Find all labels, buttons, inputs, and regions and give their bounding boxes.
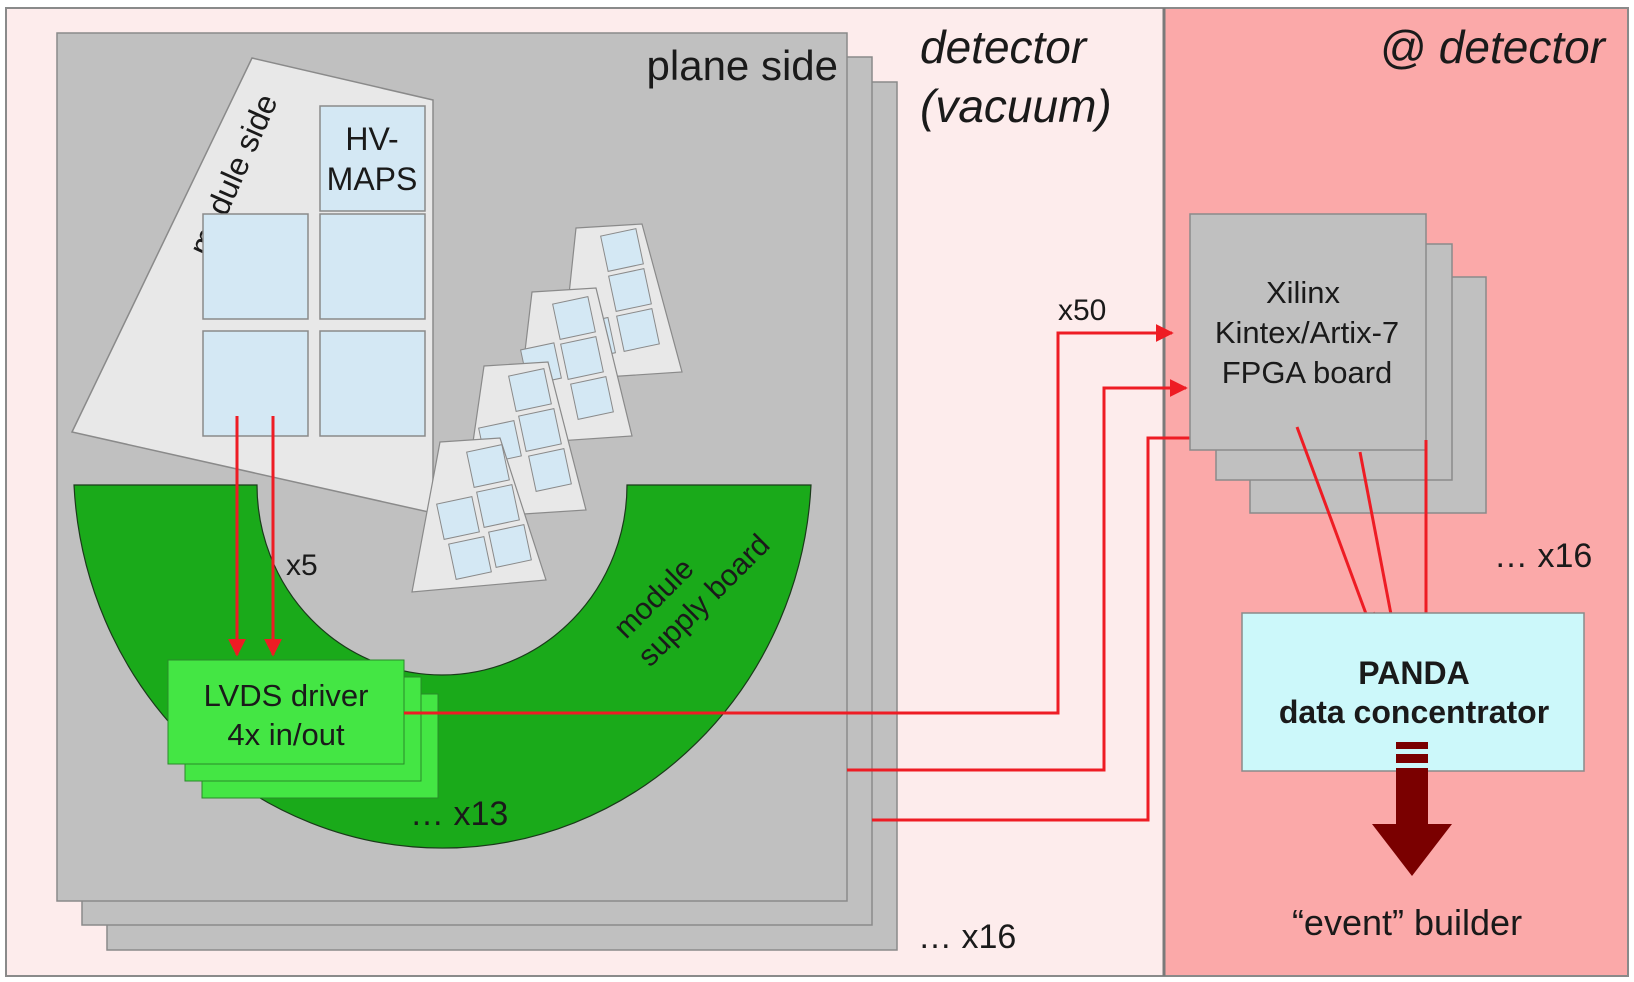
concentrator-link-arrow xyxy=(1358,451,1400,632)
fpga-board xyxy=(1189,213,1427,451)
lvds-multiplicity: … x13 xyxy=(410,795,508,833)
lvds-label-2: 4x in/out xyxy=(227,717,345,752)
fpga-link xyxy=(404,324,1174,715)
module-link-multiplicity: x5 xyxy=(286,549,318,582)
fpga-label-3: FPGA board xyxy=(1222,355,1393,390)
fpga-label-1: Xilinx xyxy=(1266,275,1341,310)
sensor-chip xyxy=(319,330,426,437)
sensor-chip xyxy=(202,213,309,320)
vacuum-title: detector xyxy=(920,21,1088,73)
sensor-chip xyxy=(202,330,309,437)
plane-label: plane side xyxy=(647,42,838,89)
hv-maps-label-2: MAPS xyxy=(327,161,418,197)
fpga-link xyxy=(872,436,1190,822)
concentrator-link-arrow xyxy=(1295,426,1375,632)
sensor-chip xyxy=(319,213,426,320)
small-module xyxy=(411,437,547,593)
fpga-multiplicity: … x16 xyxy=(1494,537,1592,575)
concentrator-label-1: PANDA xyxy=(1358,655,1469,691)
hv-maps-chip xyxy=(319,105,426,212)
event-builder-label: “event” builder xyxy=(1292,902,1522,943)
concentrator-label-2: data concentrator xyxy=(1279,694,1549,730)
plane-multiplicity: … x16 xyxy=(918,918,1016,956)
fpga-label-2: Kintex/Artix-7 xyxy=(1215,315,1399,350)
event-builder-arrow xyxy=(1372,742,1452,876)
hv-maps-label-1: HV- xyxy=(345,121,398,157)
lvds-driver xyxy=(167,659,405,765)
lvds-label-1: LVDS driver xyxy=(204,678,369,713)
links-multiplicity: x50 xyxy=(1058,294,1106,327)
fpga-link xyxy=(847,379,1188,772)
at-detector-title: @ detector xyxy=(1379,21,1606,73)
vacuum-subtitle: (vacuum) xyxy=(920,80,1112,132)
